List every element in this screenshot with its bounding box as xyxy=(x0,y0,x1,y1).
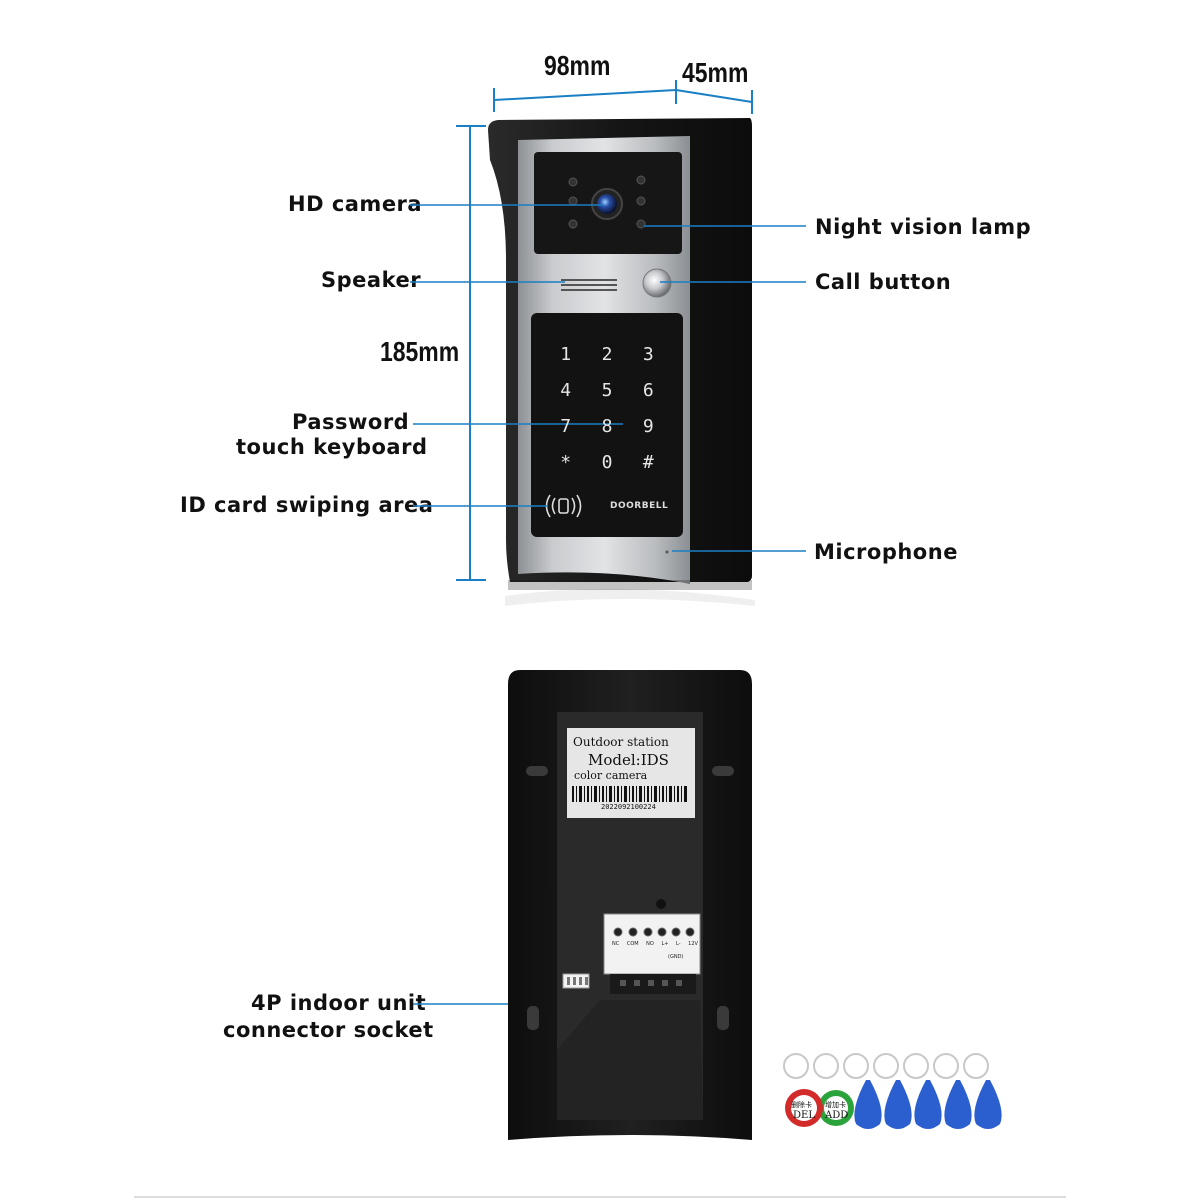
leader-lines xyxy=(410,204,806,1005)
label-speaker: Speaker xyxy=(321,268,422,292)
speaker-grille xyxy=(561,279,617,291)
keypad-key-7[interactable]: 7 xyxy=(560,415,572,437)
sticker-line1: Outdoor station xyxy=(573,735,669,749)
label-microphone: Microphone xyxy=(814,540,958,564)
tag-add-cn: 增加卡 xyxy=(825,1101,846,1109)
label-call-button: Call button xyxy=(815,270,952,294)
keypad-key-4[interactable]: 4 xyxy=(560,379,572,401)
terminal-no: NO xyxy=(646,941,654,947)
label-password-line2: touch keyboard xyxy=(236,435,428,459)
call-button-graphic xyxy=(642,268,672,298)
rfid-tags xyxy=(783,1053,1002,1129)
dimension-depth: 45mm xyxy=(682,57,749,88)
terminal-lminus: L- xyxy=(676,941,681,947)
model-sticker-bg xyxy=(567,728,695,818)
sticker-line2: Model:IDS xyxy=(588,751,669,769)
camera-lens xyxy=(597,194,617,214)
terminal-sub: (GND) xyxy=(668,954,684,960)
terminal-12v: 12V xyxy=(688,941,698,947)
keypad-key-0[interactable]: 0 xyxy=(601,451,613,473)
tag-del: DEL xyxy=(793,1110,815,1121)
terminal-com: COM xyxy=(626,941,639,947)
label-connector-line2: connector socket xyxy=(223,1018,434,1042)
label-connector-line1: 4P indoor unit xyxy=(251,991,427,1015)
terminal-lplus: L+ xyxy=(661,941,669,947)
dimension-height: 185mm xyxy=(380,336,460,367)
keypad-key-hash[interactable]: # xyxy=(642,451,654,473)
keypad-panel xyxy=(531,313,683,537)
keypad-key-3[interactable]: 3 xyxy=(642,343,654,365)
tag-del-cn: 删除卡 xyxy=(791,1101,812,1109)
keypad-key-6[interactable]: 6 xyxy=(642,379,654,401)
label-night-vision: Night vision lamp xyxy=(815,215,1032,239)
sticker-line3: color camera xyxy=(574,769,648,782)
tag-add: ADD xyxy=(825,1110,849,1121)
label-password-line1: Password xyxy=(292,410,410,434)
barcode xyxy=(572,786,687,802)
dimension-width: 98mm xyxy=(544,50,611,81)
brand-text: DOORBELL xyxy=(610,501,669,511)
bottom-rule xyxy=(134,1196,1066,1198)
dimension-lines xyxy=(456,80,753,581)
keypad-key-star[interactable]: * xyxy=(560,451,572,473)
rfid-symbol xyxy=(545,494,582,518)
keypad-key-9[interactable]: 9 xyxy=(642,415,654,437)
keypad-key-2[interactable]: 2 xyxy=(601,343,613,365)
label-hd-camera: HD camera xyxy=(288,192,423,216)
terminal-nc: NC xyxy=(612,941,620,947)
keypad-key-5[interactable]: 5 xyxy=(601,379,613,401)
night-vision-lamps xyxy=(568,175,646,229)
terminal-labels: NC COM NO L+ L- 12V xyxy=(612,941,698,947)
sticker-serial: 2022092100224 xyxy=(601,803,656,811)
terminal-block xyxy=(603,913,701,975)
keypad-key-1[interactable]: 1 xyxy=(560,343,572,365)
keypad-key-8[interactable]: 8 xyxy=(601,415,613,437)
label-id-card: ID card swiping area xyxy=(180,493,434,517)
keypad-grid: 1 2 3 4 5 6 7 8 9 * 0 # xyxy=(545,336,669,480)
